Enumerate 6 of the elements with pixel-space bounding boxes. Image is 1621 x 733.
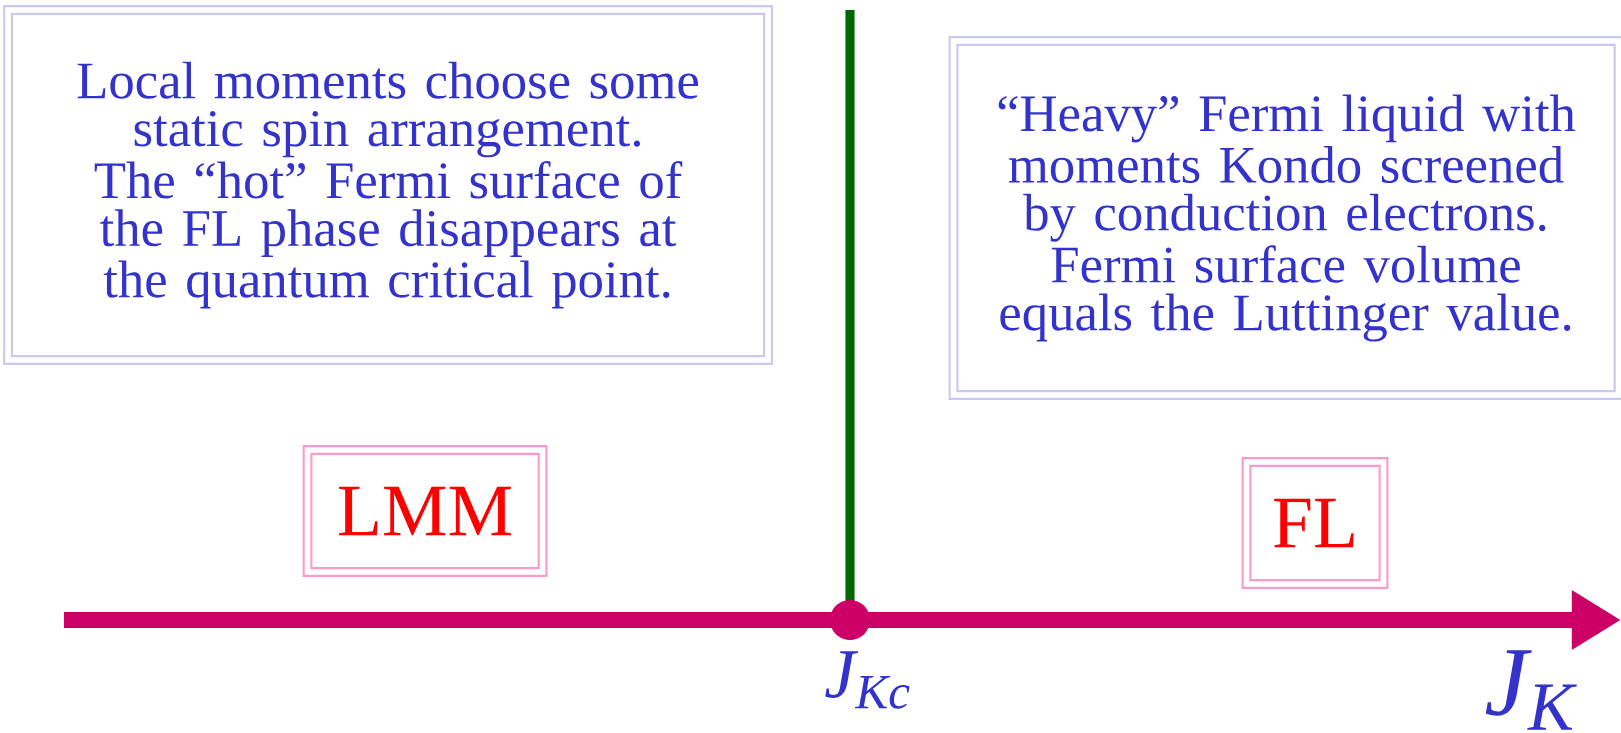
description-box: “Heavy” Fermi liquid with moments Kondo screened by conduction electrons. Fermi surface volume equals the Luttinger value. [948, 36, 1621, 400]
axis-label: J$_{Kc}$ [825, 651, 910, 709]
description-box: Local moments choose some static spin arrangement. The “hot” Fermi surface of the FL phase disappears at the quantum critical point. [3, 5, 773, 365]
phase-label-box: FL [1241, 457, 1389, 589]
axis-label: J$_{K}$ [1485, 650, 1577, 730]
phase-label-box: LMM [302, 445, 548, 577]
